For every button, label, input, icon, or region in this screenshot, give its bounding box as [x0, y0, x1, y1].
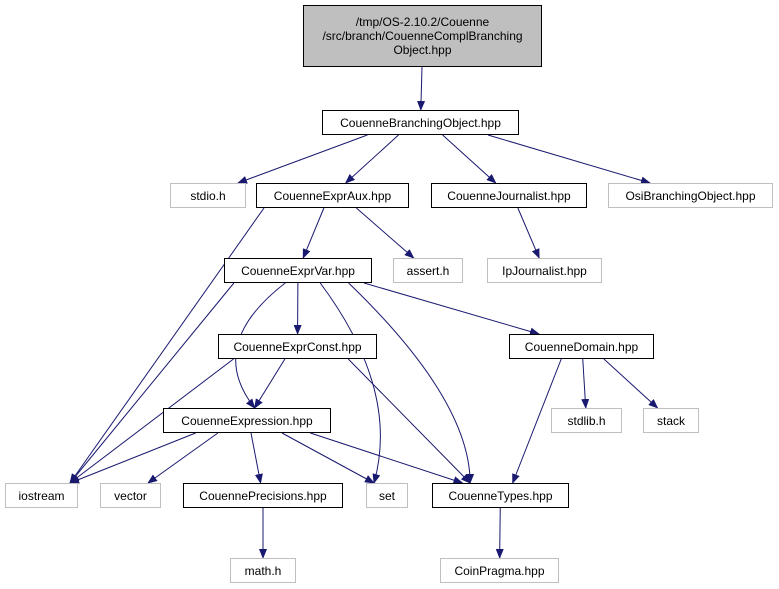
edge-expression-to-types — [310, 432, 464, 484]
header-node-couenne-expression[interactable]: CouenneExpression.hpp — [163, 408, 331, 433]
header-node-coin-pragma: CoinPragma.hpp — [440, 558, 559, 583]
edge-branching-to-journalist — [442, 134, 497, 184]
node-label: CouennePrecisions.hpp — [199, 488, 327, 503]
node-label: math.h — [244, 563, 282, 578]
edge-branching-to-expraux — [344, 134, 399, 184]
edge-root-to-branching — [417, 66, 426, 111]
node-label: stack — [656, 413, 685, 428]
edge-domain-to-stdlib — [581, 358, 590, 409]
header-node-couenne-types[interactable]: CouenneTypes.hpp — [432, 483, 569, 508]
edge-branching-to-stdio — [237, 134, 368, 184]
node-label: vector — [114, 488, 147, 503]
header-node-vector: vector — [100, 483, 161, 508]
edge-expraux-to-exprvar — [302, 207, 325, 259]
node-label: CoinPragma.hpp — [454, 563, 545, 578]
node-label: CouenneTypes.hpp — [448, 488, 553, 503]
header-node-math: math.h — [230, 558, 296, 583]
node-label: CouenneExprConst.hpp — [233, 339, 362, 354]
edge-exprvar-to-iostream — [69, 282, 235, 484]
header-node-set: set — [366, 483, 408, 508]
header-node-osi-branching-object: OsiBranchingObject.hpp — [608, 183, 773, 208]
node-label: stdlib.h — [567, 413, 606, 428]
header-node-couenne-journalist[interactable]: CouenneJournalist.hpp — [431, 183, 587, 208]
edge-expression-to-set — [281, 432, 375, 484]
root-file-node: /tmp/OS-2.10.2/Couenne /src/branch/Couen… — [303, 5, 542, 67]
node-label: IpJournalist.hpp — [502, 263, 587, 278]
edge-domain-to-types — [512, 358, 562, 484]
header-node-couenne-expr-const[interactable]: CouenneExprConst.hpp — [218, 334, 377, 359]
node-label: CouenneBranchingObject.hpp — [340, 115, 501, 130]
node-label: CouenneJournalist.hpp — [447, 188, 571, 203]
header-node-stdio: stdio.h — [170, 183, 246, 208]
header-node-ip-journalist: IpJournalist.hpp — [487, 258, 602, 283]
node-label: OsiBranchingObject.hpp — [625, 188, 756, 203]
edge-types-to-coinpragma — [495, 507, 504, 559]
edge-expression-to-precisions — [250, 432, 263, 484]
header-node-couenne-expr-aux[interactable]: CouenneExprAux.hpp — [256, 183, 409, 208]
edge-expraux-to-assert — [356, 207, 415, 259]
node-label: CouenneExprVar.hpp — [241, 263, 355, 278]
edge-expression-to-vector — [147, 432, 219, 484]
edge-exprvar-to-set — [319, 282, 381, 484]
edge-expression-to-iostream — [69, 432, 196, 484]
header-node-assert: assert.h — [393, 258, 463, 283]
edge-branching-to-osibranch — [487, 134, 651, 185]
root-file-label: /tmp/OS-2.10.2/Couenne /src/branch/Couen… — [322, 15, 523, 57]
edge-exprconst-to-iostream — [69, 358, 234, 484]
header-node-couenne-domain[interactable]: CouenneDomain.hpp — [509, 334, 654, 359]
node-label: iostream — [18, 488, 65, 503]
header-node-stdlib: stdlib.h — [551, 408, 622, 433]
node-label: assert.h — [406, 263, 450, 278]
header-node-couenne-expr-var[interactable]: CouenneExprVar.hpp — [224, 258, 372, 283]
header-node-iostream: iostream — [5, 483, 78, 508]
header-node-couenne-precisions[interactable]: CouennePrecisions.hpp — [183, 483, 343, 508]
edge-domain-to-stack — [603, 358, 659, 409]
node-label: set — [378, 488, 395, 503]
edge-exprconst-to-expression — [254, 358, 286, 409]
edge-expraux-to-iostream — [69, 207, 265, 484]
edge-exprconst-to-types — [347, 358, 471, 484]
edge-exprvar-to-types — [348, 282, 475, 484]
node-label: stdio.h — [190, 188, 226, 203]
edge-exprvar-to-domain — [363, 282, 540, 336]
edge-journalist-to-ipjournalist — [517, 207, 540, 259]
node-label: CouenneExprAux.hpp — [273, 188, 392, 203]
node-label: CouenneDomain.hpp — [524, 339, 639, 354]
node-label: CouenneExpression.hpp — [181, 413, 313, 428]
header-node-couenne-branching-object[interactable]: CouenneBranchingObject.hpp — [322, 110, 519, 135]
header-node-stack: stack — [643, 408, 699, 433]
